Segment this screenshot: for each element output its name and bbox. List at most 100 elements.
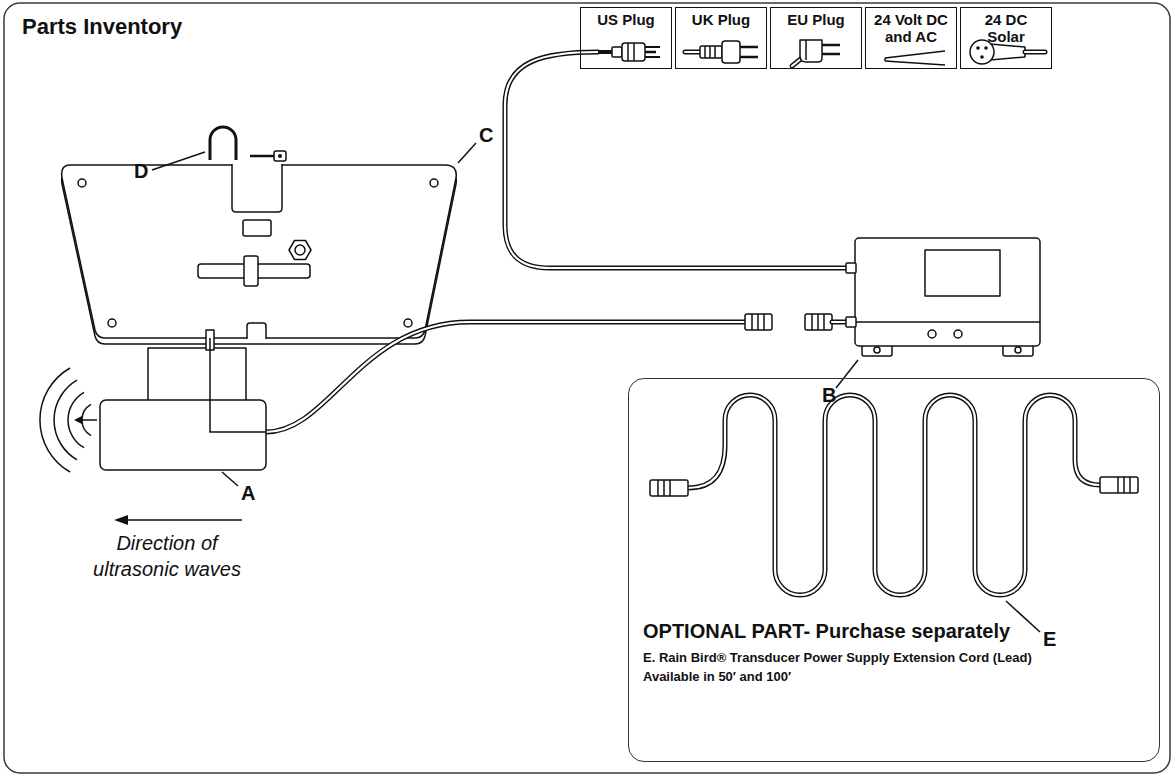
optional-part-panel: OPTIONAL PART- Purchase separately E. Rai… — [628, 378, 1160, 762]
clip-and-pin-part — [250, 155, 276, 158]
optional-heading: OPTIONAL PART- Purchase separately — [643, 619, 1145, 643]
label-holder: B — [822, 384, 836, 406]
uk-plug-icon-part — [685, 50, 700, 55]
mounting-bracket-part — [62, 165, 457, 338]
uk-plug-icon-part — [700, 46, 722, 58]
mounting-bracket-part — [247, 323, 266, 339]
extension-cord-part — [1129, 477, 1131, 493]
mounting-bracket-part — [404, 319, 412, 327]
extension-cord-part — [688, 395, 1100, 595]
dc-wires-icon — [885, 51, 945, 65]
mounting-bracket-part — [233, 164, 281, 167]
mounting-bracket-part — [295, 245, 305, 255]
controller-box-part — [954, 330, 962, 338]
controller-box-part — [928, 330, 936, 338]
plug-option-box: 24 DC Solar — [960, 7, 1052, 69]
mounting-bracket-part — [248, 337, 265, 340]
solar-connector-icon-part — [980, 55, 984, 59]
transducer-cable-part — [745, 314, 772, 330]
callout-letter: A — [241, 482, 255, 504]
mounting-bracket-part — [108, 319, 116, 327]
label-holder: E — [1043, 628, 1056, 650]
us-plug-icon-part — [645, 46, 660, 48]
solar-connector-icon-part — [976, 46, 980, 50]
transducer-cable-part — [805, 314, 832, 330]
power-cord-part — [505, 52, 846, 268]
clip-and-pin-part — [210, 127, 236, 160]
leader-line — [458, 143, 476, 163]
transducer-cable-part — [266, 322, 745, 432]
part-description: E. Rain Bird® Transducer Power Supply Ex… — [643, 648, 1063, 686]
plug-option-box: EU Plug — [770, 7, 862, 69]
transducer-cable-part — [266, 322, 745, 432]
label-holder: D — [134, 160, 148, 182]
transducer-cable-part — [811, 314, 813, 330]
mounting-bracket-part — [244, 256, 258, 286]
label-holder: A — [241, 482, 255, 504]
leader-line — [1006, 601, 1040, 632]
extension-cord-part — [657, 480, 659, 496]
controller-box-part — [1015, 347, 1021, 353]
us-plug-icon — [598, 43, 660, 61]
extension-cord-part — [669, 480, 671, 496]
ultrasonic-transducer-part — [100, 400, 266, 470]
label-holder: Direction of ultrasonic waves — [82, 530, 252, 582]
us-plug-icon-part — [645, 56, 660, 58]
controller-box-part — [925, 250, 1000, 296]
ultrasonic-transducer-part — [74, 416, 82, 424]
leader-line — [222, 472, 238, 486]
extension-cord-part — [1117, 477, 1119, 493]
us-plug-icon-part — [627, 43, 629, 61]
mounting-bracket — [62, 164, 457, 344]
transducer-cable-part — [757, 314, 759, 330]
solar-connector-icon-part — [990, 44, 1025, 60]
extension-cord-part — [1123, 477, 1125, 493]
solar-connector-icon-part — [984, 46, 988, 50]
plug-option-box: US Plug — [580, 7, 672, 69]
mounting-bracket-part — [232, 164, 282, 212]
callout-letter: C — [479, 124, 493, 146]
us-plug-icon-part — [622, 43, 645, 61]
power-cord — [505, 52, 846, 268]
us-plug-icon-part — [612, 47, 622, 57]
plug-label: 24 Volt DC and AC — [869, 11, 953, 45]
label-holder: C — [479, 124, 493, 146]
transducer-cable-part — [817, 314, 819, 330]
plug-label: UK Plug — [679, 11, 763, 28]
plug-option-box: UK Plug — [675, 7, 767, 69]
ultrasonic-transducer-part — [148, 348, 246, 402]
direction-arrow — [114, 515, 242, 525]
eu-plug-icon — [792, 40, 840, 66]
dc-wires-icon-part — [885, 51, 945, 58]
uk-plug-icon-part — [685, 51, 700, 53]
uk-plug-icon-part — [714, 46, 716, 58]
us-plug-icon-part — [645, 51, 656, 54]
ultrasonic-transducer — [40, 330, 266, 486]
ultrasonic-transducer-part — [54, 380, 77, 460]
callout-letter: B — [822, 384, 836, 406]
clip-and-pin-part — [274, 151, 286, 161]
ultrasonic-transducer-part — [40, 368, 70, 472]
ultrasonic-transducer-part — [210, 338, 266, 432]
controller-box — [836, 238, 1040, 388]
plug-label: 24 DC Solar — [964, 11, 1048, 45]
eu-plug-icon-part — [805, 40, 807, 60]
extension-cord-part — [663, 480, 665, 496]
uk-plug-icon-part — [709, 46, 711, 58]
uk-plug-icon-part — [722, 41, 740, 63]
controller-box-part — [855, 321, 1040, 323]
eu-plug-icon-part — [822, 53, 840, 56]
uk-plug-icon-part — [740, 56, 758, 59]
transducer-cable — [266, 314, 846, 432]
clip-and-pin — [152, 127, 286, 170]
transducer-cable-part — [823, 314, 825, 330]
leader-line — [152, 152, 205, 170]
transducer-cable-part — [751, 314, 753, 330]
us-plug-icon-part — [633, 43, 635, 61]
ultrasonic-transducer-part — [68, 392, 84, 447]
solar-connector-icon-part — [1025, 51, 1045, 53]
direction-caption: Direction of ultrasonic waves — [82, 530, 252, 582]
extension-cord-part — [650, 480, 688, 496]
panel-frame — [4, 3, 1170, 773]
